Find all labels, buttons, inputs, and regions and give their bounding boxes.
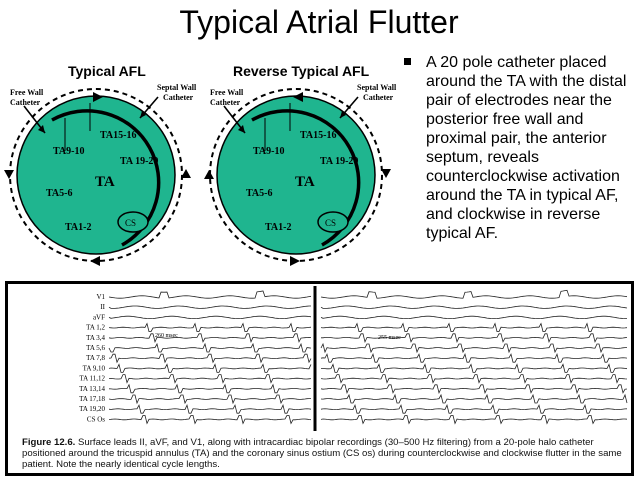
figure-caption-text: Surface leads II, aVF, and V1, along wit… [22,437,622,470]
typical-afl-label: Typical AFL [68,63,146,79]
arrow-right [181,169,191,178]
reverse-typical-afl-diagram: CS Free Wall Catheter Septal Wall Cathet… [204,83,397,266]
ecg-trace [320,352,628,363]
ecg-trace [321,333,628,344]
ta19-20-label: TA 19-20 [120,156,158,167]
lead-label: V1 [96,293,105,301]
lead-label: TA 17,18 [79,395,105,403]
ecg-trace [108,305,311,309]
arrow-bottom [290,256,300,266]
free-wall-label: Free Wall [10,88,44,97]
cs-label: CS [325,218,336,228]
ecg-trace [108,403,312,414]
ecg-trace [108,322,312,332]
ecg-trace [320,403,628,414]
lead-label: TA 13,14 [79,385,105,393]
interval-right: 255 msec [378,335,401,341]
ta1-2-label: TA1-2 [265,222,291,233]
outer-dashed-ring [9,88,183,262]
cs-ostium [117,211,149,233]
ecg-trace [108,333,312,344]
ta-label: TA [295,174,315,190]
lead-label: II [100,303,105,311]
ecg-trace [108,342,312,353]
ecg-trace [108,415,312,425]
cs-label: CS [125,218,136,228]
ta-label: TA [95,174,115,190]
ecg-trace [320,342,627,354]
ecg-traces [108,289,628,425]
ta1-2-label: TA1-2 [65,222,91,233]
lead-label: TA 19,20 [79,405,105,413]
arrow-bottom [90,256,100,266]
bullet-text: A 20 pole catheter placed around the TA … [426,54,627,242]
lead-label: aVF [93,313,105,321]
arrow-left [4,170,14,179]
ecg-trace [320,305,628,309]
ecg-trace [108,394,311,405]
lead-label: TA 3,4 [86,334,105,342]
ecg-trace [108,353,312,364]
ecg-trace [320,374,628,384]
ta19-20-label: TA 19-20 [320,156,358,167]
septal-wall-label: Septal Wall [157,83,197,92]
ta9-10-label: TA9-10 [53,146,84,157]
typical-afl-diagram: CS Free Wall Catheter Septal Wall Cathet… [4,83,197,266]
figure-label: Figure 12.6. [22,437,76,448]
figure-caption: Figure 12.6. Surface leads II, aVF, and … [22,437,627,470]
ecg-trace [320,384,628,395]
septal-wall-catheter-label: Catheter [363,93,394,102]
bullet-marker [404,58,411,65]
lead-label: TA 1,2 [86,324,105,332]
ecg-trace [108,383,312,394]
ecg-trace [108,374,312,384]
outer-dashed-ring [209,88,383,262]
septal-wall-label: Septal Wall [357,83,397,92]
ecg-trace [108,315,312,319]
ecg-trace [108,290,312,299]
ecg-trace [320,322,628,332]
ecg-trace [108,363,312,373]
arrow-top [293,92,303,102]
ta9-10-label: TA9-10 [253,146,284,157]
interval-left: 260 msec [155,333,178,339]
arrow-left [204,170,214,179]
ta15-16-label: TA15-16 [100,130,136,141]
free-wall-catheter-label: Catheter [210,98,241,107]
arrow-top [93,92,103,102]
ecg-trace [320,315,627,319]
free-wall-label: Free Wall [210,88,244,97]
ecg-trace [320,289,628,299]
ta15-16-label: TA15-16 [300,130,336,141]
arrow-right [381,169,391,178]
slide-title: Typical Atrial Flutter [179,4,459,40]
ta5-6-label: TA5-6 [246,188,272,199]
lead-label: TA 11,12 [79,375,105,383]
ta5-6-label: TA5-6 [46,188,72,199]
ecg-trace [320,415,628,425]
free-wall-catheter-label: Catheter [10,98,41,107]
ecg-trace [320,393,628,404]
septal-wall-catheter-label: Catheter [163,93,194,102]
cs-ostium [317,211,349,233]
lead-label: TA 9,10 [83,364,106,372]
reverse-typical-afl-label: Reverse Typical AFL [233,63,370,79]
ecg-trace [321,363,628,373]
lead-label: CS Os [87,415,105,423]
lead-label: TA 7,8 [86,354,105,362]
lead-label: TA 5,6 [86,344,105,352]
